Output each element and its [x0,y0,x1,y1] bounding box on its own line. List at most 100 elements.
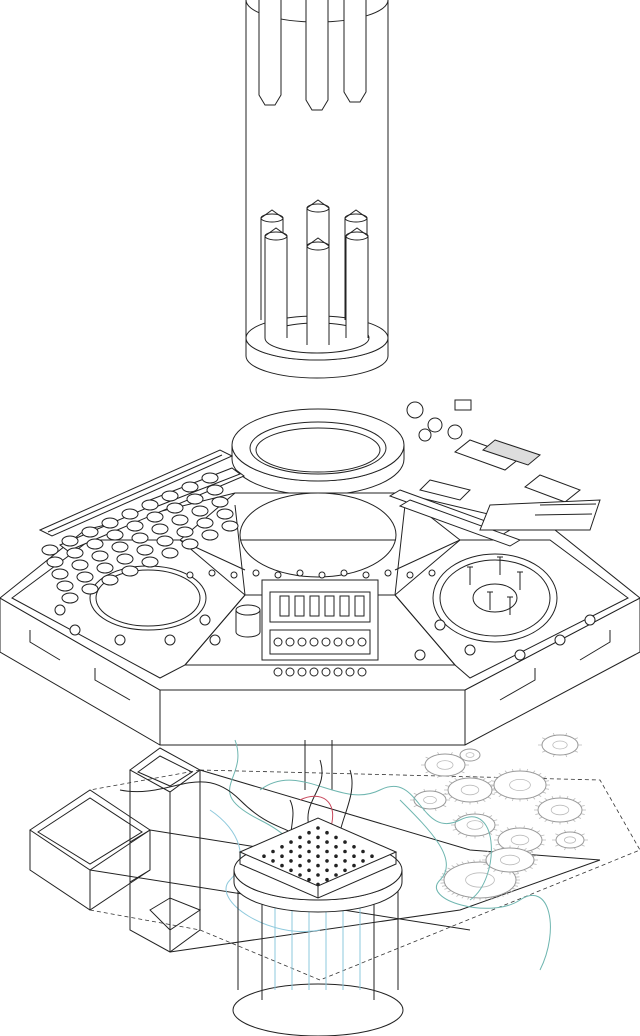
gear-teeth [490,768,550,802]
exploded-panels-right [388,399,601,547]
rotor-rod [264,227,288,338]
gear-rim [537,797,583,823]
grid-node [361,859,365,863]
gear-rim [541,734,579,756]
washer [181,538,199,550]
washer [101,574,119,586]
washer [196,517,214,529]
grid-node [316,826,320,830]
gear-teeth [552,829,588,851]
gear-hub [552,740,568,750]
washer [126,520,144,532]
washer [181,481,199,493]
gear [444,775,496,805]
gear-rim [485,847,535,873]
gear-rim [413,790,447,810]
gear-hub [509,779,531,792]
gear [451,811,499,839]
gear-teeth [538,732,582,758]
grid-node [280,863,284,868]
gear-rim [424,753,466,777]
washer [186,493,204,505]
washer [106,529,124,541]
washer [216,508,234,520]
washer [86,538,104,550]
washer [146,511,164,523]
grid-node [298,835,302,840]
grid-node [298,845,302,849]
rotor-rod [343,0,367,103]
grid-node [271,849,275,854]
washer [161,547,179,559]
rivet [318,571,326,579]
washer [206,484,224,496]
grid-node [343,868,347,873]
rod-cap [345,231,369,241]
washer [66,547,84,559]
slider-control [324,595,335,617]
gear-hub [499,854,520,866]
washer [46,556,64,568]
grid-node [325,849,329,854]
rivet [186,571,194,579]
button [273,667,283,677]
button [285,667,295,677]
slider-control [354,595,365,617]
grid-node [307,830,311,835]
washer [61,535,79,547]
rod-cap [306,203,330,213]
dial [114,634,126,646]
gear-rim [447,777,493,803]
core-cylinder [232,817,404,1036]
gear-rim [459,748,481,762]
button [333,667,343,677]
washer [141,556,159,568]
grid-node [343,849,347,854]
washer [111,541,129,553]
gear-teeth [534,795,586,825]
washer [91,550,109,562]
washer [56,580,74,592]
gear-hub [423,796,437,805]
grid-node [370,854,374,858]
gear [421,752,469,778]
washer [211,496,229,508]
grid-node [343,859,347,863]
grid-node [316,854,320,858]
grid-node [262,854,266,858]
washer [81,526,99,538]
washer [116,553,134,565]
dial [514,649,526,661]
washer [161,490,179,502]
knob [321,637,331,647]
knob [345,637,355,647]
grid-node [289,859,293,863]
dial [554,634,566,646]
rivet [428,569,436,577]
rivet [274,571,282,579]
knob [309,637,319,647]
grid-node [307,877,311,882]
gear-set [410,732,588,901]
grid-node [289,849,293,854]
washer [76,571,94,583]
grid-node [316,863,320,868]
lever [517,571,523,590]
grid-node [298,854,302,858]
washer [156,535,174,547]
gear-teeth [451,811,499,839]
dial [584,614,596,626]
lever [507,596,513,615]
gear-hub [465,752,475,758]
rotor-rods [258,0,369,345]
cube-frame [29,747,202,953]
rod-cap [344,213,368,223]
grid-node [325,877,329,882]
grid-node [271,859,275,863]
grid-node [352,854,356,858]
rod-cap [306,241,330,251]
gear [552,829,588,851]
grid-node [325,859,329,863]
washer [201,529,219,541]
